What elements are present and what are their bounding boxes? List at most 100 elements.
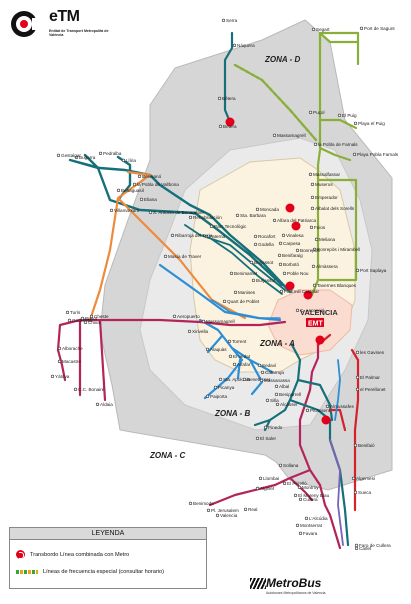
stop-marker[interactable] xyxy=(309,225,314,229)
stop-marker[interactable] xyxy=(255,207,260,211)
stop-marker[interactable] xyxy=(355,375,360,380)
stop-marker[interactable] xyxy=(274,384,279,389)
stop-marker[interactable] xyxy=(227,339,232,344)
metro-transfer-icon[interactable] xyxy=(285,203,295,213)
stop-marker[interactable] xyxy=(50,374,55,379)
stop-marker[interactable] xyxy=(253,242,258,246)
stop-marker[interactable] xyxy=(274,392,279,397)
stop-marker[interactable] xyxy=(232,43,237,48)
stop-marker[interactable] xyxy=(243,507,248,512)
stop-marker[interactable] xyxy=(205,347,210,352)
stop-marker[interactable] xyxy=(305,408,310,413)
stop-marker[interactable] xyxy=(188,215,193,219)
stop-marker[interactable] xyxy=(233,290,238,295)
stop-marker[interactable] xyxy=(98,151,103,155)
stop-marker[interactable] xyxy=(272,133,277,137)
stop-marker[interactable] xyxy=(67,318,72,323)
stop-marker[interactable] xyxy=(295,248,300,252)
stop-marker[interactable] xyxy=(170,233,175,237)
stop-marker[interactable] xyxy=(137,174,142,178)
stop-marker[interactable] xyxy=(265,398,270,403)
metro-transfer-icon[interactable] xyxy=(285,281,295,291)
stop-marker[interactable] xyxy=(242,377,247,382)
stop-marker[interactable] xyxy=(65,310,70,315)
stop-marker[interactable] xyxy=(218,124,223,128)
stop-marker[interactable] xyxy=(310,206,315,210)
stop-marker[interactable] xyxy=(218,377,223,382)
stop-marker[interactable] xyxy=(295,308,300,313)
stop-marker[interactable] xyxy=(57,346,62,351)
stop-marker[interactable] xyxy=(255,486,260,491)
metro-transfer-icon[interactable] xyxy=(291,221,301,231)
stop-marker[interactable] xyxy=(83,320,88,325)
stop-marker[interactable] xyxy=(215,513,220,518)
stop-marker[interactable] xyxy=(325,404,330,409)
stop-marker[interactable] xyxy=(311,27,316,32)
stop-marker[interactable] xyxy=(257,363,262,368)
stop-marker[interactable] xyxy=(209,224,214,228)
stop-marker[interactable] xyxy=(163,254,168,258)
stop-marker[interactable] xyxy=(272,218,277,222)
stop-marker[interactable] xyxy=(311,264,316,269)
stop-marker[interactable] xyxy=(255,436,260,441)
stop-marker[interactable] xyxy=(258,476,263,481)
stop-marker[interactable] xyxy=(353,121,358,125)
stop-marker[interactable] xyxy=(205,394,210,399)
metro-transfer-icon[interactable] xyxy=(225,117,235,127)
stop-marker[interactable] xyxy=(353,490,358,495)
stop-marker[interactable] xyxy=(263,425,268,430)
stop-marker[interactable] xyxy=(278,241,283,245)
stop-marker[interactable] xyxy=(355,268,360,273)
stop-marker[interactable] xyxy=(312,283,317,288)
stop-marker[interactable] xyxy=(277,253,282,257)
stop-marker[interactable] xyxy=(187,329,192,334)
metro-transfer-icon[interactable] xyxy=(321,415,331,425)
stop-marker[interactable] xyxy=(297,485,302,490)
stop-marker[interactable] xyxy=(337,113,342,117)
stop-marker[interactable] xyxy=(89,314,94,319)
stop-marker[interactable] xyxy=(310,182,315,186)
stop-marker[interactable] xyxy=(355,350,360,355)
stop-marker[interactable] xyxy=(132,182,137,186)
stop-marker[interactable] xyxy=(353,443,358,448)
stop-marker[interactable] xyxy=(282,481,287,486)
stop-marker[interactable] xyxy=(95,402,100,407)
stop-marker[interactable] xyxy=(352,152,357,156)
stop-marker[interactable] xyxy=(232,362,237,367)
stop-marker[interactable] xyxy=(217,96,222,100)
stop-marker[interactable] xyxy=(229,271,234,276)
stop-marker[interactable] xyxy=(260,370,265,375)
stop-marker[interactable] xyxy=(275,402,280,407)
stop-marker[interactable] xyxy=(282,271,287,276)
stop-marker[interactable] xyxy=(351,476,356,481)
stop-marker[interactable] xyxy=(259,378,264,383)
stop-marker[interactable] xyxy=(206,508,211,513)
metro-transfer-icon[interactable] xyxy=(315,335,325,345)
stop-marker[interactable] xyxy=(279,289,284,294)
stop-marker[interactable] xyxy=(56,153,61,157)
stop-marker[interactable] xyxy=(213,385,218,390)
stop-marker[interactable] xyxy=(359,26,364,31)
stop-marker[interactable] xyxy=(74,155,79,159)
stop-marker[interactable] xyxy=(298,531,303,536)
stop-marker[interactable] xyxy=(235,213,240,217)
stop-marker[interactable] xyxy=(222,299,227,304)
metro-transfer-icon[interactable] xyxy=(303,290,313,300)
stop-marker[interactable] xyxy=(355,387,360,392)
stop-marker[interactable] xyxy=(312,247,317,251)
stop-marker[interactable] xyxy=(253,234,258,238)
stop-marker[interactable] xyxy=(228,354,233,359)
stop-marker[interactable] xyxy=(204,234,209,238)
stop-marker[interactable] xyxy=(80,316,85,321)
stop-marker[interactable] xyxy=(313,142,318,146)
stop-marker[interactable] xyxy=(251,278,256,283)
stop-marker[interactable] xyxy=(73,387,78,392)
stop-marker[interactable] xyxy=(139,197,144,201)
stop-marker[interactable] xyxy=(148,210,153,214)
stop-marker[interactable] xyxy=(293,493,298,498)
stop-marker[interactable] xyxy=(57,359,62,364)
stop-marker[interactable] xyxy=(121,158,126,162)
stop-marker[interactable] xyxy=(308,172,313,176)
stop-marker[interactable] xyxy=(201,319,206,324)
stop-marker[interactable] xyxy=(109,208,114,212)
